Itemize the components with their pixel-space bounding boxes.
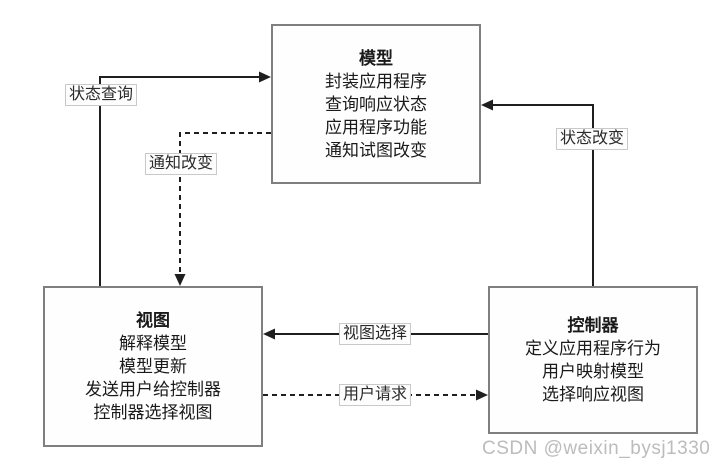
- status-query-label: 状态查询: [64, 84, 138, 106]
- controller-box-line: 定义应用程序行为: [525, 339, 661, 358]
- view-select-arrowhead-icon: [263, 328, 275, 340]
- model-box-line: 查询响应状态: [325, 94, 427, 114]
- state-change-line: [492, 104, 594, 286]
- model-box-line: 应用程序功能: [325, 117, 427, 137]
- view-box-line: 控制器选择视图: [93, 403, 213, 422]
- user-request-label: 用户请求: [338, 384, 412, 406]
- model-box-line: 封装应用程序: [325, 71, 427, 91]
- model-box-line: 通知试图改变: [325, 140, 427, 160]
- notify-change-label: 通知改变: [144, 153, 218, 175]
- status-query-line: [99, 76, 260, 286]
- controller-box-title: 控制器: [567, 316, 619, 335]
- view-box-line: 发送用户给控制器: [85, 380, 221, 399]
- state-change-arrowhead-icon: [481, 99, 493, 111]
- state-change-label: 状态改变: [555, 128, 629, 150]
- controller-box: 控制器 定义应用程序行为 用户映射模型 选择响应视图: [488, 286, 698, 434]
- view-box-line: 解释模型: [119, 334, 187, 353]
- view-box-title: 视图: [136, 311, 170, 330]
- controller-box-line: 用户映射模型: [542, 362, 644, 381]
- controller-box-line: 选择响应视图: [542, 385, 644, 404]
- notify-change-arrowhead-icon: [174, 274, 186, 286]
- view-box-line: 模型更新: [119, 357, 187, 376]
- csdn-watermark: CSDN @weixin_bysj1330: [482, 438, 711, 459]
- status-query-arrowhead-icon: [259, 71, 271, 83]
- view-select-label: 视图选择: [338, 323, 412, 345]
- model-box: 模型 封装应用程序 查询响应状态 应用程序功能 通知试图改变: [271, 24, 481, 184]
- view-box: 视图 解释模型 模型更新 发送用户给控制器 控制器选择视图: [43, 286, 263, 447]
- user-request-arrowhead-icon: [476, 389, 488, 401]
- model-box-title: 模型: [359, 48, 393, 68]
- notify-change-line: [179, 132, 271, 275]
